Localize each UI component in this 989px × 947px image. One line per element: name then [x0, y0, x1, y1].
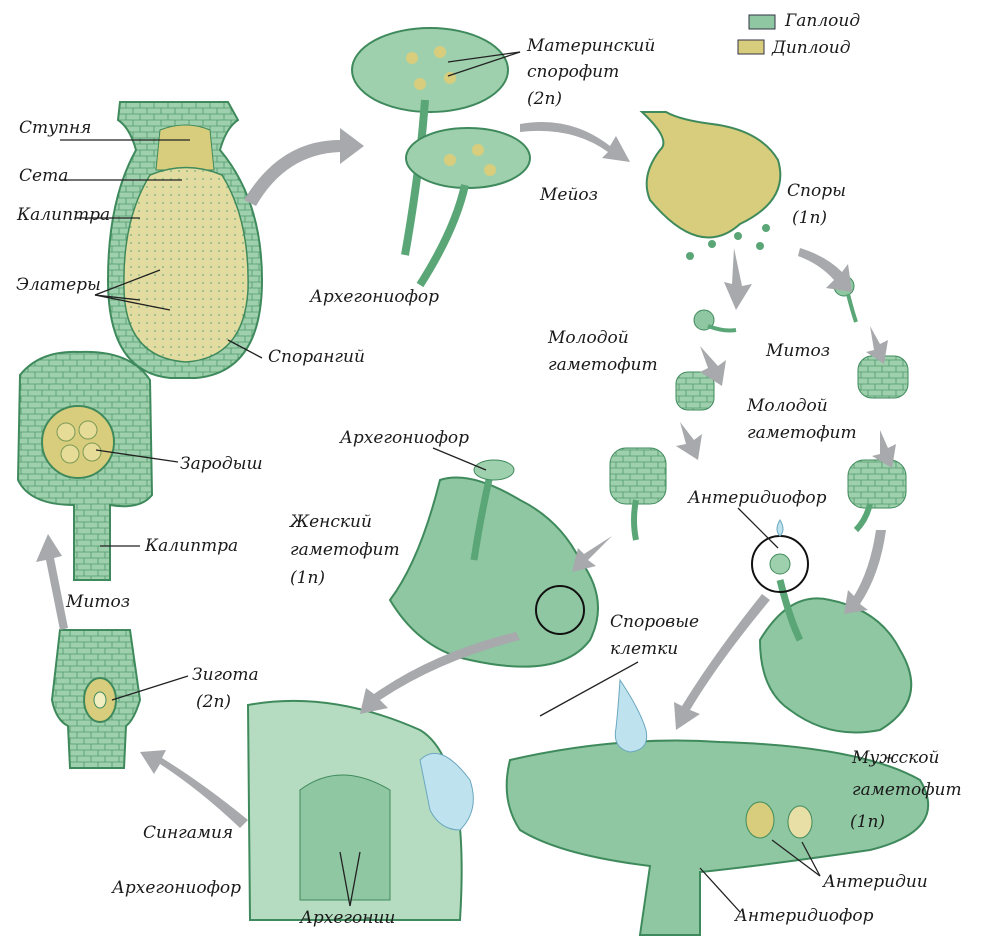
label-zarodysh: Зародыш [180, 454, 263, 474]
label-kaliptra-top: Калиптра [17, 205, 110, 225]
legend-haploid-label: Гаплоид [785, 11, 860, 31]
label-zhenskiy-b: гаметофит [290, 540, 400, 560]
label-materinskiy-1: Материнский [527, 36, 655, 56]
archegoniophore-top-illustration [352, 28, 530, 285]
label-molodoy-2a: Молодой [747, 396, 828, 416]
diploid-swatch [738, 40, 764, 54]
label-sporangiy: Спорангий [268, 347, 365, 367]
label-stupnya: Ступня [19, 118, 91, 138]
label-muzhskoy-a: Мужской [852, 748, 939, 768]
label-mitoz-right: Митоз [766, 341, 830, 361]
label-muzhskoy-ploidy: (1n) [850, 812, 885, 832]
label-arkhegoniofor-bottom: Архегониофор [112, 878, 241, 898]
label-anteridiofor-top: Антеридиофор [688, 488, 826, 508]
label-seta: Сета [19, 166, 68, 186]
label-sporovye-b: клетки [610, 639, 678, 659]
label-molodoy-1a: Молодой [548, 328, 629, 348]
sporangium-illustration [108, 102, 262, 378]
label-sporovye-a: Споровые [610, 612, 699, 632]
label-molodoy-2b: гаметофит [747, 423, 857, 443]
label-zhenskiy-a: Женский [290, 512, 372, 532]
label-mitoz-left: Митоз [66, 592, 130, 612]
label-meioz: Мейоз [540, 185, 598, 205]
label-materinskiy-2: спорофит [527, 62, 619, 82]
zygote-illustration [52, 630, 140, 768]
label-arkhegoniofor-top: Архегониофор [310, 287, 439, 307]
label-zhenskiy-ploidy: (1n) [290, 568, 325, 588]
label-zigota: Зигота [192, 665, 259, 685]
haploid-swatch [749, 15, 775, 29]
female-gametophyte-illustration [390, 460, 598, 667]
label-materinskiy-ploidy: (2n) [527, 89, 562, 109]
label-arkhegoniofor-mid: Архегониофор [340, 428, 469, 448]
label-molodoy-1b: гаметофит [548, 355, 658, 375]
archegoniophore-section-illustration [248, 701, 473, 920]
label-singamiya: Сингамия [143, 823, 233, 843]
label-kaliptra-mid: Калиптра [145, 536, 238, 556]
male-gametophyte-illustration [752, 520, 911, 733]
label-zigota-ploidy: (2n) [196, 692, 231, 712]
label-elatery: Элатеры [16, 275, 101, 295]
label-anteridiofor-bottom: Антеридиофор [735, 906, 873, 926]
label-anteridii: Антеридии [823, 872, 928, 892]
label-spory-ploidy: (1n) [792, 208, 827, 228]
label-arkhegonii: Архегонии [300, 908, 395, 928]
spore-capsule-illustration [642, 112, 780, 260]
legend-diploid-label: Диплоид [772, 38, 851, 58]
label-muzhskoy-b: гаметофит [852, 780, 962, 800]
label-spory: Споры [787, 181, 846, 201]
